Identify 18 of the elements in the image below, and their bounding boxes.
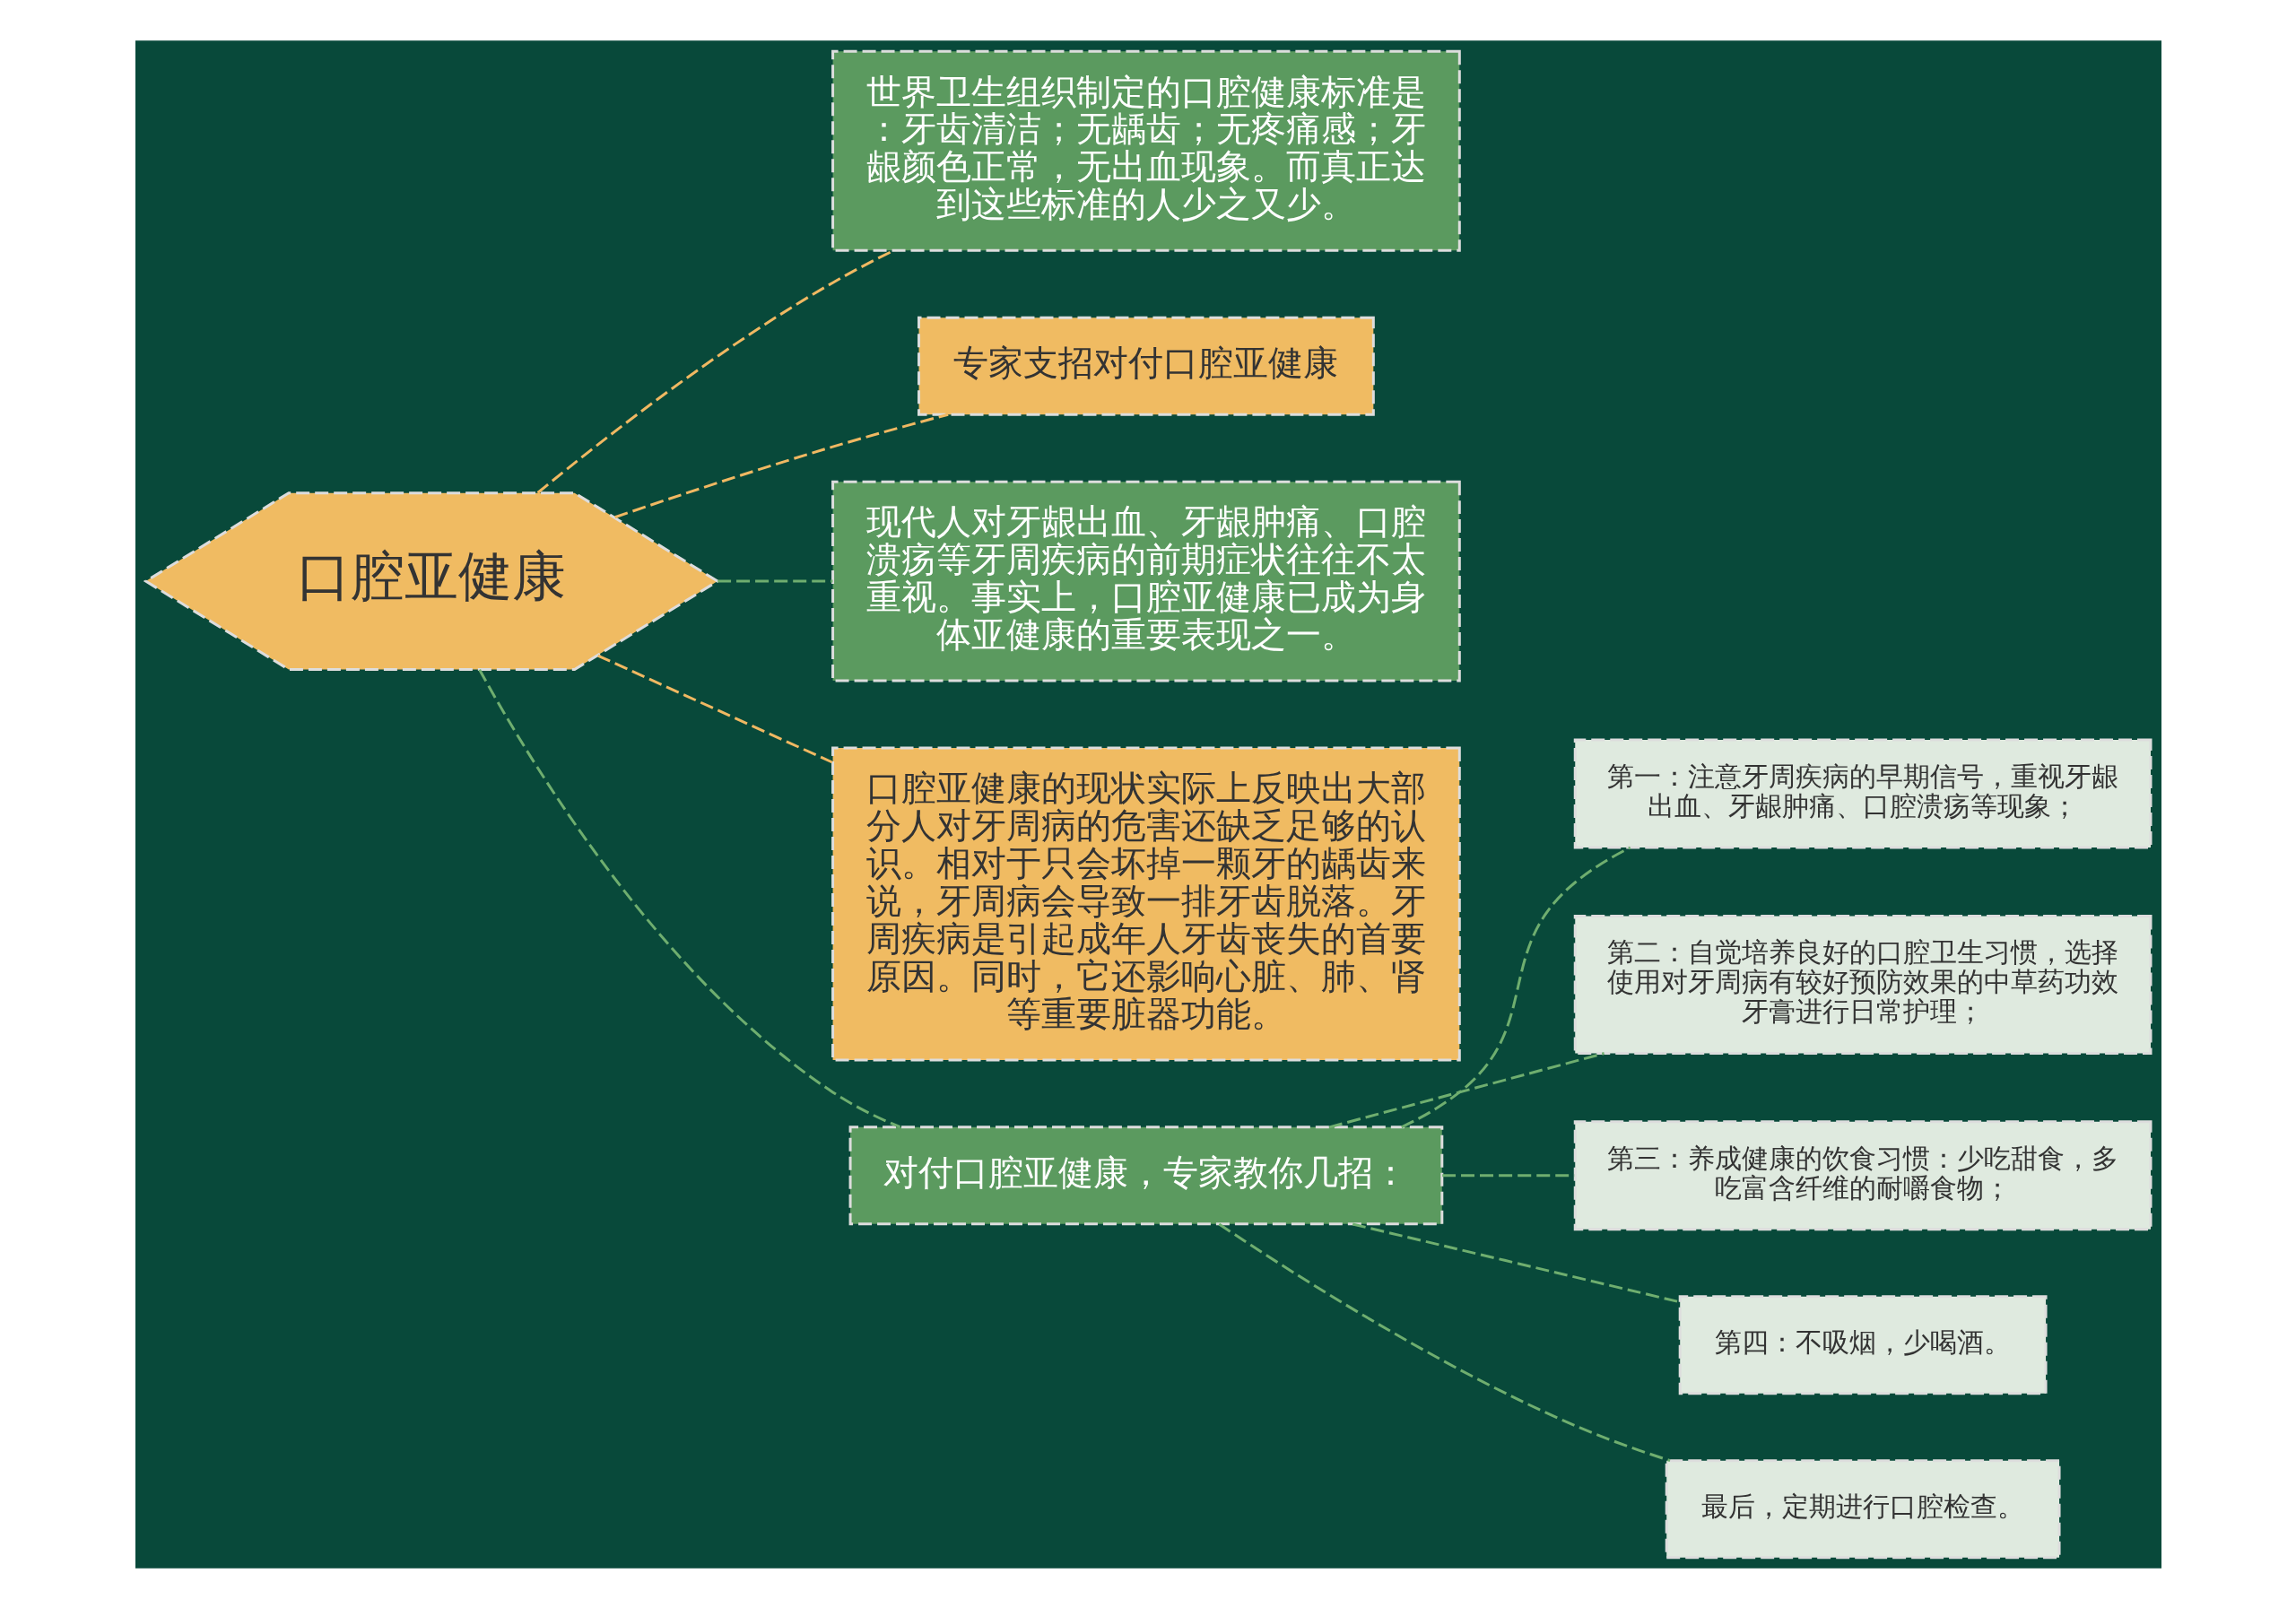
connector bbox=[717, 579, 832, 583]
node-box: 最后，定期进行口腔检查。 bbox=[1665, 1458, 2061, 1559]
node-box: 口腔亚健康的现状实际上反映出大部分人对牙周病的危害还缺乏足够的认识。相对于只会坏掉一颗牙的龋齿来说，牙周病会导致一排牙齿脱落。牙周疾病是引起成年人牙齿丧失的首要原因。同时，它还影响心脏、肺、肾等重要脏器功能。 bbox=[831, 746, 1461, 1061]
connector bbox=[1352, 1222, 1680, 1303]
node-box: 第二：自觉培养良好的口腔卫生习惯，选择使用对牙周病有较好预防效果的中草药功效牙膏进行日常护理； bbox=[1573, 914, 2152, 1055]
connector bbox=[477, 668, 900, 1128]
connector bbox=[1328, 1051, 1605, 1128]
node-box: 现代人对牙龈出血、牙龈肿痛、口腔溃疡等牙周疾病的前期症状往往不太重视。事实上，口腔亚健康已成为身体亚健康的重要表现之一。 bbox=[831, 480, 1461, 682]
node-box: 专家支招对付口腔亚健康 bbox=[917, 316, 1375, 416]
connector bbox=[1218, 1222, 1671, 1462]
connector bbox=[613, 413, 949, 518]
connector bbox=[1400, 846, 1631, 1128]
node-box: 第四：不吸烟，少喝酒。 bbox=[1678, 1294, 2048, 1395]
connector bbox=[596, 654, 832, 763]
node-box: 第一：注意牙周疾病的早期信号，重视牙龈出血、牙龈肿痛、口腔溃疡等现象； bbox=[1573, 738, 2152, 848]
node-box: 世界卫生组织制定的口腔健康标准是：牙齿清洁；无龋齿；无疼痛感；牙龈颜色正常，无出血现象。而真正达到这些标准的人少之又少。 bbox=[831, 49, 1461, 252]
node-box: 第三：养成健康的饮食习惯：少吃甜食，多吃富含纤维的耐嚼食物； bbox=[1573, 1119, 2152, 1230]
node-box: 对付口腔亚健康，专家教你几招： bbox=[848, 1125, 1443, 1225]
